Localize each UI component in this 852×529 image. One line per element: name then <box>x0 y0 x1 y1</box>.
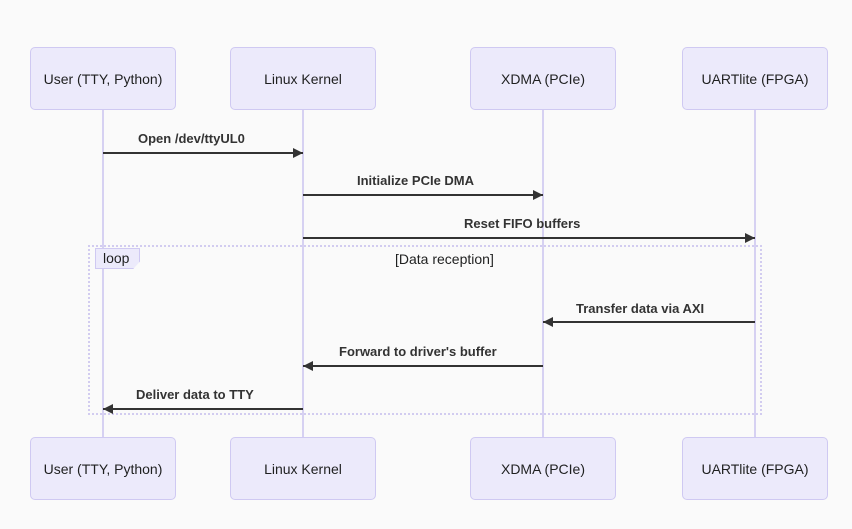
message-line-2 <box>303 194 543 196</box>
arrow-head-left-icon <box>543 317 553 327</box>
participant-box-kernel-bottom[interactable]: Linux Kernel <box>230 437 376 500</box>
message-label-deliver-data-to-tty: Deliver data to TTY <box>136 387 254 402</box>
participant-label: Linux Kernel <box>264 70 342 87</box>
loop-fragment-title: [Data reception] <box>395 251 494 267</box>
participant-label: XDMA (PCIe) <box>500 460 585 477</box>
lifeline-uartlite <box>754 110 756 437</box>
message-label-transfer-data-via-axi: Transfer data via AXI <box>576 301 705 316</box>
participant-label: UARTlite (FPGA) <box>701 70 809 87</box>
message-label-open-dev-ttyul0: Open /dev/ttyUL0 <box>138 131 245 146</box>
message-line-1 <box>103 152 303 154</box>
message-label-forward-to-drivers-buffer: Forward to driver's buffer <box>339 344 497 359</box>
message-line-5 <box>303 365 543 367</box>
message-line-6 <box>103 408 303 410</box>
participant-label: User (TTY, Python) <box>43 460 163 477</box>
lifeline-xdma <box>542 110 544 437</box>
lifeline-kernel <box>302 110 304 437</box>
participant-label: UARTlite (FPGA) <box>701 460 809 477</box>
participant-label: XDMA (PCIe) <box>500 70 585 87</box>
participant-box-uartlite-bottom[interactable]: UARTlite (FPGA) <box>682 437 828 500</box>
arrow-head-right-icon <box>745 233 755 243</box>
participant-box-user-bottom[interactable]: User (TTY, Python) <box>30 437 176 500</box>
message-line-3 <box>303 237 755 239</box>
message-label-initialize-pcie-dma: Initialize PCIe DMA <box>357 173 475 188</box>
message-line-4 <box>543 321 755 323</box>
participant-box-xdma-top[interactable]: XDMA (PCIe) <box>470 47 616 110</box>
arrow-head-left-icon <box>303 361 313 371</box>
participant-box-xdma-bottom[interactable]: XDMA (PCIe) <box>470 437 616 500</box>
participant-box-kernel-top[interactable]: Linux Kernel <box>230 47 376 110</box>
arrow-head-left-icon <box>103 404 113 414</box>
lifeline-user <box>102 110 104 437</box>
arrow-head-right-icon <box>533 190 543 200</box>
loop-fragment-tag: loop <box>95 248 141 269</box>
loop-fragment-region <box>88 245 762 415</box>
message-label-reset-fifo-buffers: Reset FIFO buffers <box>464 216 581 231</box>
participant-box-user-top[interactable]: User (TTY, Python) <box>30 47 176 110</box>
participant-label: Linux Kernel <box>264 460 342 477</box>
participant-label: User (TTY, Python) <box>43 70 163 87</box>
participant-box-uartlite-top[interactable]: UARTlite (FPGA) <box>682 47 828 110</box>
arrow-head-right-icon <box>293 148 303 158</box>
